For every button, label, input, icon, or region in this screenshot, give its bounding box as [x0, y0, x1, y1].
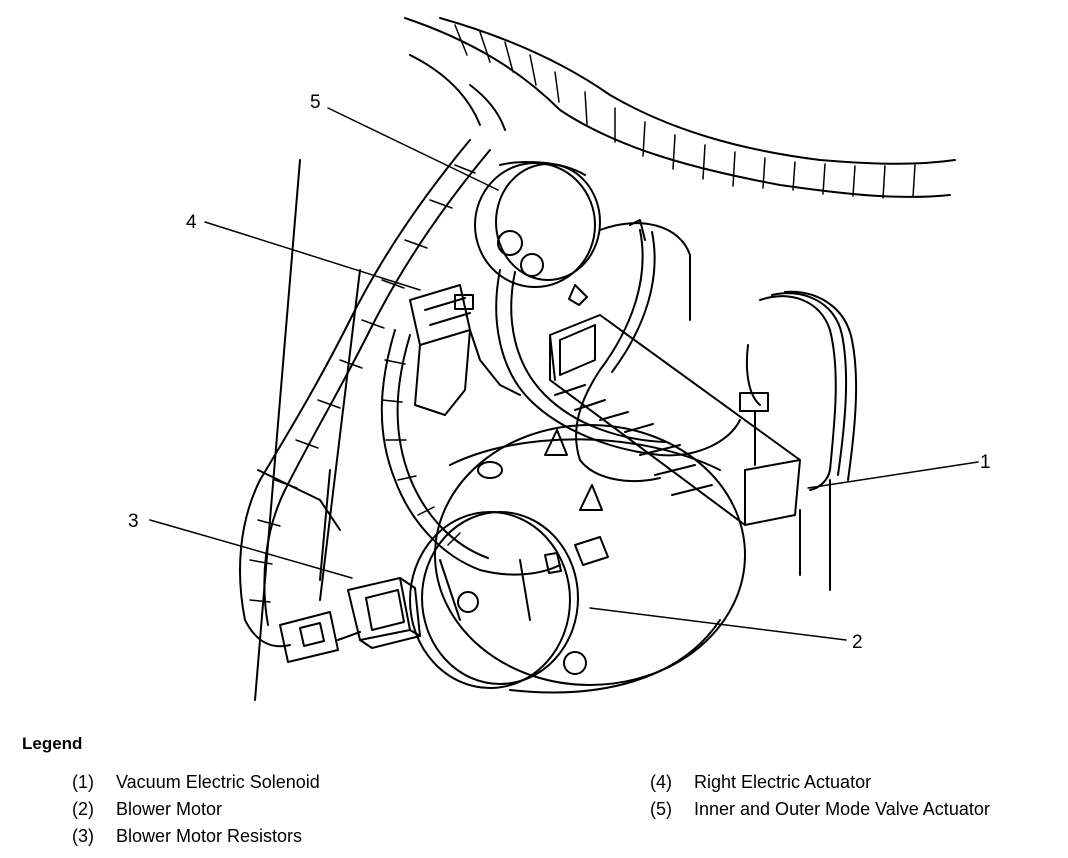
callout-3: 3 [128, 511, 139, 532]
blower-motor-resistors [279, 577, 421, 663]
callout-4: 4 [186, 212, 197, 233]
callout-2: 2 [852, 632, 863, 653]
legend-label: Blower Motor Resistors [116, 826, 303, 846]
legend-number: (2) [72, 799, 94, 819]
wiring-harness [239, 17, 956, 648]
legend-number: (1) [72, 772, 94, 792]
legend-number: (5) [650, 799, 672, 819]
leader-line-4 [204, 221, 421, 291]
legend-list-right: (4) Right Electric Actuator (5) Inner and … [650, 772, 990, 826]
vacuum-hoses [495, 229, 741, 496]
legend-label: Vacuum Electric Solenoid [116, 772, 320, 792]
leader-line-2 [589, 607, 847, 641]
legend-label: Blower Motor [116, 799, 223, 819]
vacuum-electric-solenoid [549, 314, 801, 526]
legend-number: (3) [72, 826, 94, 846]
leader-line-3 [149, 519, 353, 579]
legend-label: Inner and Outer Mode Valve Actuator [694, 799, 990, 819]
legend-item: (5) Inner and Outer Mode Valve Actuator [650, 799, 990, 826]
callout-1: 1 [980, 452, 991, 473]
legend-item: (2) Blower Motor [72, 799, 320, 826]
right-electric-actuator [409, 284, 521, 416]
mode-valve-actuator [474, 161, 691, 321]
dash-panel [254, 159, 831, 701]
callout-5: 5 [310, 92, 321, 113]
leader-line-5 [327, 107, 499, 191]
legend-title: Legend [22, 734, 83, 753]
legend-item: (4) Right Electric Actuator [650, 772, 990, 799]
leader-lines [149, 107, 979, 641]
component-diagram: 1 2 3 4 5 [128, 17, 991, 701]
leader-line-1 [807, 461, 979, 489]
legend-item: (3) Blower Motor Resistors [72, 826, 320, 853]
legend-list-left: (1) Vacuum Electric Solenoid (2) Blower Mo… [72, 772, 320, 853]
legend-label: Right Electric Actuator [694, 772, 872, 792]
legend-item: (1) Vacuum Electric Solenoid [72, 772, 320, 799]
blower-motor [409, 424, 746, 694]
legend-number: (4) [650, 772, 672, 792]
